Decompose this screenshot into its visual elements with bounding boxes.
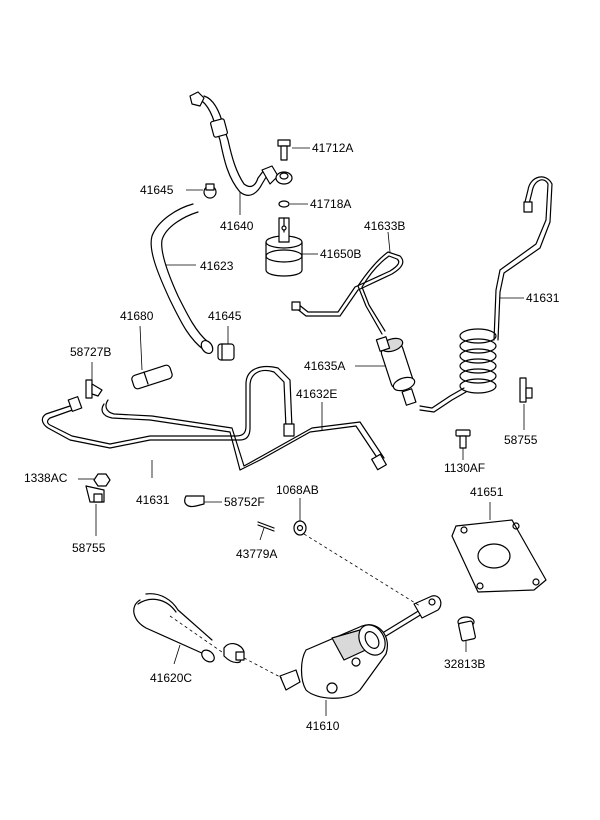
bolt-41712A[interactable] — [277, 139, 291, 161]
bracket-58755-right[interactable] — [519, 377, 533, 403]
hose-clamp[interactable] — [223, 643, 245, 664]
label-1130AF: 1130AF — [444, 461, 485, 475]
reservoir-41650B[interactable] — [265, 217, 303, 277]
hose-41623[interactable] — [150, 203, 215, 356]
label-1068AB: 1068AB — [276, 483, 319, 497]
bracket-58755-left[interactable] — [85, 485, 105, 503]
label-41623: 41623 — [200, 259, 234, 273]
pin-43779A[interactable] — [257, 521, 275, 532]
nut-1338AC[interactable] — [93, 473, 111, 487]
label-32813B: 32813B — [444, 657, 485, 671]
label-41645-lower: 41645 — [208, 309, 242, 323]
label-58755-left: 58755 — [72, 541, 106, 555]
label-1338AC: 1338AC — [24, 471, 68, 485]
label-41650B: 41650B — [320, 247, 361, 261]
pipe-41631-coil[interactable] — [419, 176, 553, 413]
label-41635A: 41635A — [304, 359, 345, 373]
bushing-1068AB[interactable] — [293, 520, 307, 536]
clamp-41645-lower[interactable] — [217, 343, 235, 361]
pipe-41631-left[interactable] — [41, 365, 387, 471]
label-41631-right: 41631 — [526, 291, 560, 305]
label-41631-left: 41631 — [136, 493, 170, 507]
clip-58752F[interactable] — [184, 495, 205, 508]
bracket-58727B[interactable] — [85, 379, 103, 399]
label-41633B: 41633B — [364, 219, 405, 233]
label-41645-top: 41645 — [140, 183, 174, 197]
gasket-plate-41651[interactable] — [451, 519, 547, 593]
clamp-41645-top[interactable] — [203, 183, 217, 199]
label-41718A: 41718A — [310, 197, 351, 211]
label-43779A: 43779A — [236, 547, 277, 561]
connector-41680[interactable] — [131, 364, 173, 390]
label-58727B: 58727B — [70, 345, 111, 359]
label-58752F: 58752F — [224, 495, 265, 509]
bolt-32813B[interactable] — [457, 616, 476, 642]
label-41620C: 41620C — [150, 671, 192, 685]
push-rod-clevis[interactable] — [383, 595, 442, 637]
pipe-41633B[interactable] — [291, 251, 404, 335]
master-cylinder-41610[interactable] — [279, 620, 390, 699]
valve-41635A[interactable] — [375, 336, 417, 406]
label-41712A: 41712A — [312, 141, 353, 155]
hose-41620C[interactable] — [133, 593, 217, 665]
label-41610: 41610 — [306, 719, 340, 733]
label-41680: 41680 — [120, 309, 154, 323]
hose-41640[interactable] — [189, 91, 279, 196]
label-58755-right: 58755 — [504, 433, 538, 447]
washer-41718A[interactable] — [278, 200, 290, 208]
label-41651: 41651 — [470, 485, 504, 499]
fitting-nut[interactable] — [275, 171, 293, 185]
label-41640: 41640 — [220, 219, 254, 233]
label-41632E: 41632E — [296, 387, 337, 401]
bolt-1130AF[interactable] — [455, 429, 471, 449]
